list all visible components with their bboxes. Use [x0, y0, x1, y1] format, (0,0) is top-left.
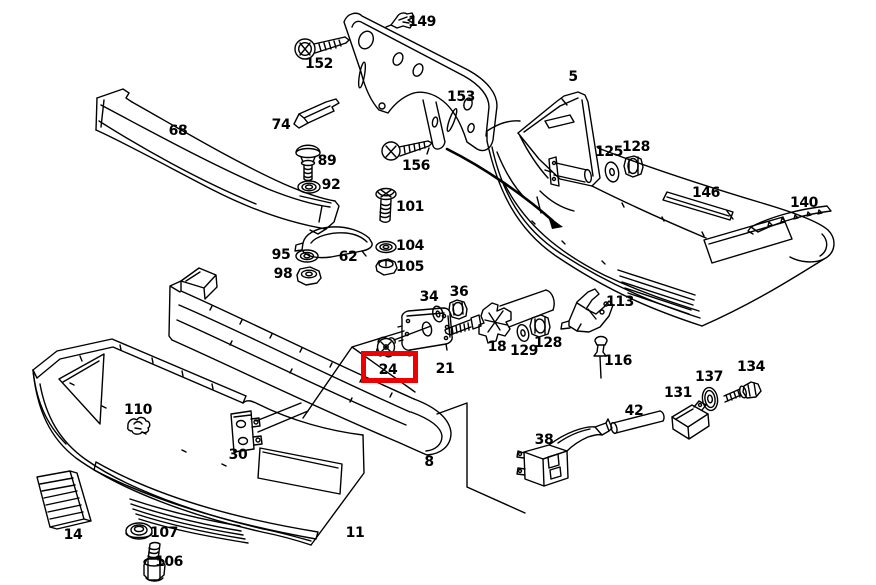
- grille-14: [36, 470, 92, 530]
- washer-129: [516, 323, 530, 343]
- washer-92: [297, 180, 321, 194]
- nut-36: [448, 299, 468, 320]
- rear-bumper-5: [486, 91, 835, 327]
- bracket-113: [560, 288, 614, 333]
- nut-128-mid: [529, 314, 551, 338]
- highlight-box-part-24: [361, 351, 418, 383]
- clip-149: [385, 12, 415, 29]
- screw-152: [294, 36, 350, 60]
- bracket-38: [516, 418, 613, 487]
- bolt-101: [375, 187, 397, 223]
- nut-24: [376, 336, 396, 358]
- nut-105: [375, 258, 398, 276]
- bracket-62: [294, 226, 373, 259]
- washer-137: [701, 386, 719, 412]
- reinforcement-bar-8: [168, 267, 452, 456]
- washer-125: [604, 161, 620, 183]
- front-bumper-11: [32, 338, 365, 546]
- pad-74: [293, 98, 340, 129]
- plate-21: [397, 307, 453, 357]
- rivet-116: [593, 335, 608, 357]
- washer-107: [125, 522, 153, 540]
- molding-140: [747, 205, 832, 235]
- mounting-plate-153: [343, 12, 498, 155]
- spoiler-68: [95, 88, 340, 235]
- tube-42: [610, 410, 665, 435]
- screw-156: [381, 140, 433, 161]
- strip-146: [662, 191, 734, 221]
- bolt-134: [723, 381, 762, 403]
- block-131: [671, 400, 710, 440]
- bolt-89: [295, 144, 321, 182]
- clip-110: [127, 416, 151, 435]
- nut-128-top: [623, 155, 644, 178]
- washer-104: [375, 240, 397, 254]
- shock-mount-18: [444, 289, 555, 344]
- bolt-106: [143, 541, 166, 582]
- nut-98: [296, 266, 322, 286]
- pointer-arrow: [445, 147, 563, 229]
- leader-lines: [255, 325, 602, 514]
- washer-95: [295, 249, 319, 263]
- washer-34: [432, 305, 444, 323]
- bracket-30: [230, 410, 263, 453]
